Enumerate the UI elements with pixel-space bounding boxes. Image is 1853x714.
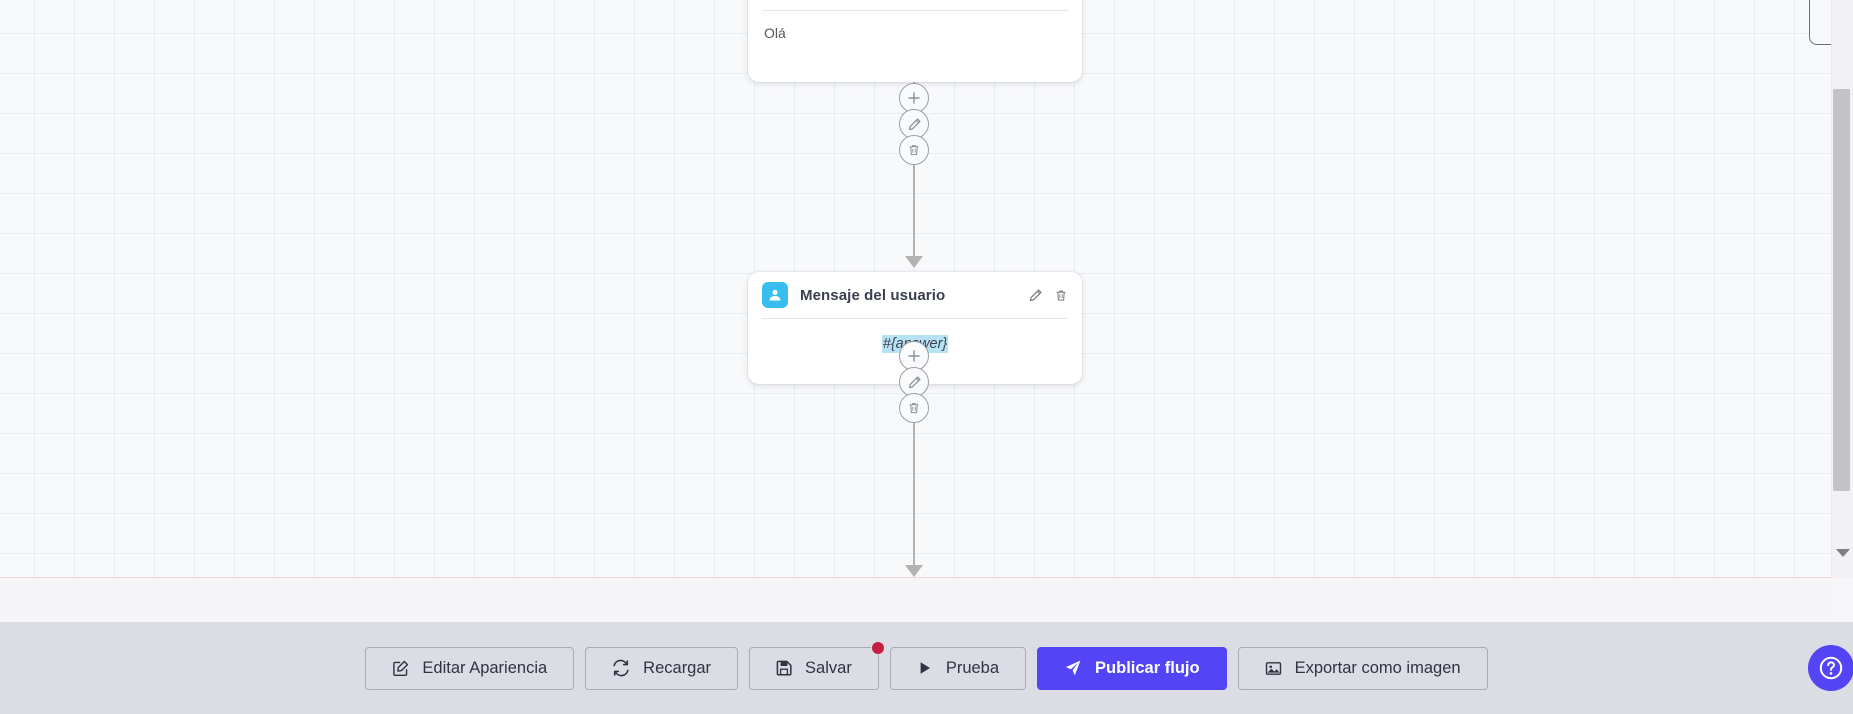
plus-icon: [908, 350, 920, 362]
save-button[interactable]: Salvar: [749, 640, 885, 690]
delete-connection-button[interactable]: [899, 135, 929, 165]
node-title: Mensaje del usuario: [800, 286, 946, 304]
trash-icon: [909, 403, 919, 414]
add-node-button[interactable]: [899, 83, 929, 113]
publish-flow-button[interactable]: Publicar flujo: [1037, 646, 1227, 690]
node-actions: [1027, 286, 1069, 304]
node-header: Mensaje del usuario: [748, 272, 1082, 318]
node-header: Mensaje del Sistema: [748, 0, 1082, 10]
connector-arrow-2: [905, 565, 923, 577]
edit-appearance-button[interactable]: Editar Apariencia: [365, 646, 575, 690]
pencil-icon: [908, 117, 921, 130]
button-label: Prueba: [945, 658, 1000, 677]
canvas-lower-margin: [0, 578, 1831, 622]
vertical-scrollbar-thumb[interactable]: [1833, 89, 1850, 491]
edit-connection-button-2[interactable]: [899, 367, 929, 397]
connector-line-1: [913, 82, 915, 264]
user-icon: [762, 282, 788, 308]
export-image-button[interactable]: Exportar como imagen: [1237, 646, 1488, 690]
node-divider: [762, 318, 1068, 319]
save-icon: [776, 660, 792, 676]
trash-icon: [1056, 290, 1065, 301]
send-icon: [1064, 659, 1082, 677]
connector-arrow-1: [905, 256, 923, 268]
button-label: Publicar flujo: [1095, 658, 1200, 677]
pencil-icon: [1029, 288, 1042, 301]
button-label: Salvar: [805, 658, 852, 677]
node-divider: [762, 10, 1068, 11]
button-label: Recargar: [643, 658, 712, 677]
plus-icon: [908, 92, 920, 104]
edit-square-icon: [392, 660, 409, 677]
connector-actions-2: [899, 341, 929, 423]
node-system-message[interactable]: Mensaje del Sistema: [748, 0, 1082, 82]
chevron-down-icon[interactable]: [1836, 549, 1850, 557]
edit-node-button[interactable]: [1027, 286, 1044, 304]
node-body-text: Olá: [764, 25, 786, 41]
pencil-icon: [908, 375, 921, 388]
connector-actions-1: [899, 83, 929, 165]
help-button[interactable]: [1808, 645, 1853, 691]
canvas-drop-indicator: [0, 577, 1831, 578]
button-label: Exportar como imagen: [1294, 658, 1461, 677]
delete-node-button[interactable]: [1052, 286, 1069, 304]
bottom-toolbar: Editar Apariencia Recargar: [0, 622, 1853, 714]
connector-line-2: [913, 384, 915, 576]
button-label: Editar Apariencia: [422, 658, 548, 677]
side-panel-stub[interactable]: [1809, 0, 1831, 45]
trash-icon: [909, 145, 919, 156]
help-circle-icon: [1819, 656, 1843, 680]
image-icon: [1265, 660, 1282, 677]
test-button[interactable]: Prueba: [889, 646, 1027, 690]
refresh-icon: [612, 659, 630, 677]
status-badge: [870, 640, 885, 655]
reload-button[interactable]: Recargar: [585, 646, 739, 690]
delete-connection-button-2[interactable]: [899, 393, 929, 423]
flow-canvas[interactable]: Mensaje del Sistema: [0, 0, 1831, 578]
play-icon: [917, 660, 933, 676]
